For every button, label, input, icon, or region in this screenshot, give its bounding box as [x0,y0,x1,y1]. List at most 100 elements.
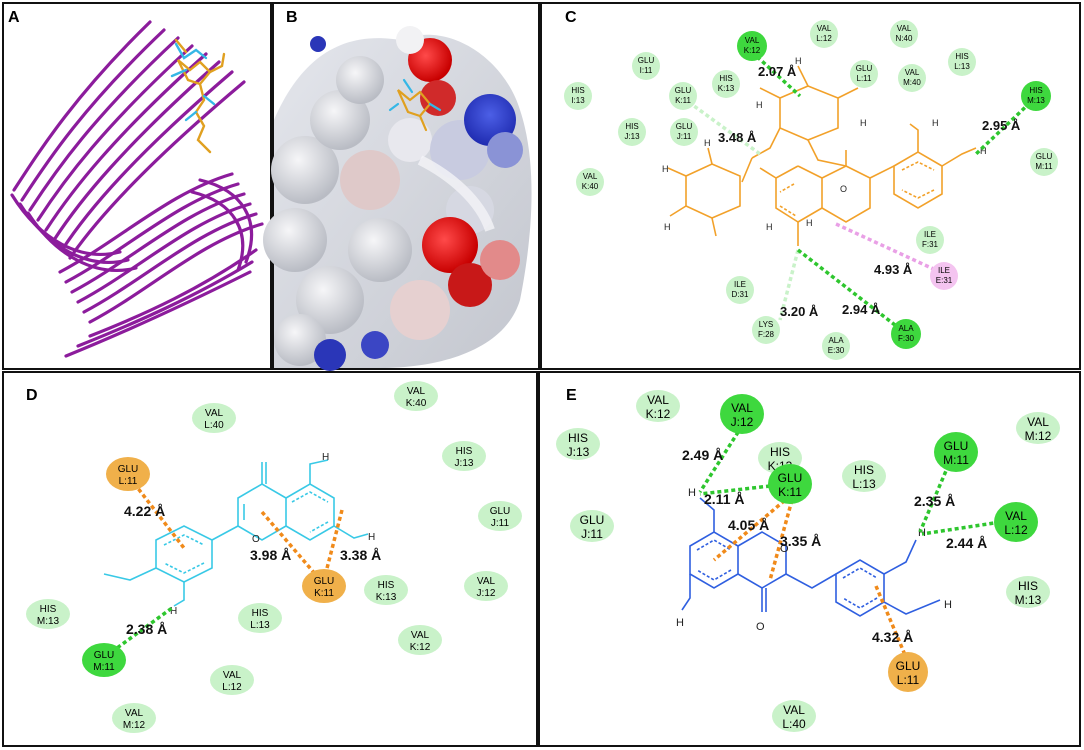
label-text: I:13 [571,96,585,105]
interactions-c [681,50,1037,334]
label-text: GLU [944,439,969,453]
label-text: HIS [252,608,269,619]
label-text: VAL [905,68,920,77]
label-text: GLU [638,56,655,65]
label-text: 3.38 Å [340,547,381,563]
label-text: K:13 [718,84,735,93]
label-text: O [756,621,765,633]
label-text: J:11 [581,527,603,541]
label-text: M:11 [93,662,115,673]
label-text: L:11 [897,673,920,687]
label-text: M:13 [1027,96,1045,105]
label-text: LYS [759,320,774,329]
label-text: HIS [955,52,968,61]
label-text: D:31 [732,290,749,299]
label-text: VAL [817,24,832,33]
label-text: GLU [676,122,693,131]
label-text: 3.35 Å [780,533,821,549]
label-text: M:13 [1015,593,1042,607]
label-text: E:31 [936,276,953,285]
label-text: GLU [118,464,139,475]
label-text: HIS [1018,579,1038,593]
label-text: F:30 [898,334,915,343]
label-text: K:12 [410,642,431,653]
label-text: L:40 [782,717,806,731]
label-text: VAL [411,630,430,641]
label-text: O [252,534,260,545]
label-text: 2.44 Å [946,535,987,551]
label-text: VAL [731,401,753,415]
ligand-sticks-a [170,38,226,154]
label-text: VAL [1027,415,1049,429]
label-text: GLU [490,506,511,517]
label-text: L:13 [852,477,876,491]
label-text: M:11 [1035,162,1053,171]
panel-a: A [2,2,272,370]
label-text: GLU [580,513,605,527]
label-text: VAL [745,36,760,45]
hbond-e-1 [698,425,744,493]
hbond-c-2 [681,96,762,156]
label-text: HIS [568,431,588,445]
label-text: GLU [675,86,692,95]
label-text: J:11 [677,132,692,141]
label-text: ILE [938,266,950,275]
label-text: HIS [625,122,638,131]
label-text: 2.07 Å [758,64,797,79]
beta-sheet-ribbon [10,20,264,358]
label-text: N:40 [896,34,913,43]
ligand-atoms-c: H H H H H H H H H H O [662,56,987,232]
label-text: F:28 [758,330,775,339]
label-text: K:11 [675,96,691,105]
ligand-structure-d [103,459,369,607]
distances-c: 2.07 Å 3.48 Å 2.95 Å 4.93 Å 3.20 Å 2.94 … [718,64,1021,319]
ligand-sticks-b [388,78,442,132]
label-text: L:12 [222,682,242,693]
label-text: H [322,452,329,463]
label-text: 4.22 Å [124,503,165,519]
label-text: M:13 [37,616,60,627]
label-text: H [980,146,987,156]
label-text: 4.32 Å [872,629,913,645]
label-text: HIS [719,74,732,83]
label-text: J:13 [455,458,474,469]
pi-d-3 [322,509,344,581]
label-text: H [688,487,696,499]
label-text: HIS [456,446,473,457]
label-text: GLU [1036,152,1053,161]
ligand-structure-c [667,65,977,246]
label-text: 3.48 Å [718,130,757,145]
panel-d-frame [2,371,538,747]
label-text: GLU [896,659,921,673]
label-text: H [368,532,375,543]
label-text: VAL [205,408,224,419]
label-text: H [806,218,813,228]
label-text: L:12 [1004,523,1028,537]
panel-d: D H H H O VAL [2,371,538,747]
